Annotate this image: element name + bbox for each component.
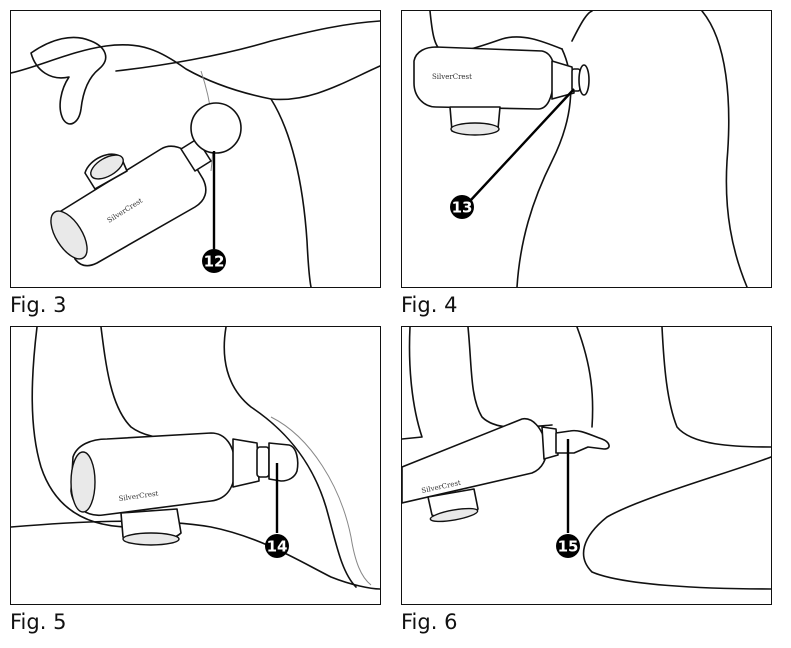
leg-outline xyxy=(467,327,553,429)
callout-badge-12: 12 xyxy=(202,249,226,273)
massage-device: SilverCrest xyxy=(70,432,299,546)
figure-3-panel: SilverCrest 12 xyxy=(10,10,381,288)
callout-badge-13: 13 xyxy=(450,195,474,219)
leg-outline xyxy=(576,327,594,428)
massage-device: SilverCrest xyxy=(413,46,590,136)
figure-caption: Fig. 4 xyxy=(401,293,458,317)
ball-attachment xyxy=(190,102,242,154)
massage-device: SilverCrest xyxy=(50,102,242,267)
figure-caption: Fig. 6 xyxy=(401,610,458,634)
leg-outline xyxy=(100,327,212,448)
hand-outline xyxy=(30,36,107,125)
body-outline xyxy=(429,11,563,53)
leg-outline xyxy=(661,327,771,448)
figure-4-illustration: SilverCrest 13 xyxy=(413,11,748,287)
svg-text:14: 14 xyxy=(267,538,288,556)
brand-label: SilverCrest xyxy=(432,73,472,81)
figure-5-illustration: SilverCrest 14 xyxy=(11,327,380,590)
flat-attachment xyxy=(578,64,590,96)
figure-caption: Fig. 3 xyxy=(10,293,67,317)
callout-badge-14: 14 xyxy=(265,534,289,558)
figure-4-panel: SilverCrest 13 xyxy=(401,10,772,288)
arm-outline xyxy=(115,20,380,72)
figure-6-illustration: SilverCrest 15 xyxy=(402,327,771,590)
body-outline xyxy=(11,43,380,101)
figure-caption: Fig. 5 xyxy=(10,610,67,634)
figure-6-panel: SilverCrest 15 xyxy=(401,326,772,605)
leg-outline xyxy=(701,11,748,287)
figure-3-illustration: SilverCrest 12 xyxy=(11,20,380,287)
svg-text:13: 13 xyxy=(452,199,473,217)
figure-5-panel: SilverCrest 14 xyxy=(10,326,381,605)
callout-badge-15: 15 xyxy=(556,534,580,558)
leg-outline xyxy=(223,327,357,588)
massage-device: SilverCrest xyxy=(402,418,610,523)
leg-outline xyxy=(402,327,423,440)
fork-attachment xyxy=(555,429,610,454)
svg-text:15: 15 xyxy=(558,538,579,556)
callout-leader xyxy=(469,88,575,202)
torso-outline xyxy=(270,98,312,287)
svg-text:12: 12 xyxy=(204,253,225,271)
cone-attachment xyxy=(268,442,299,482)
